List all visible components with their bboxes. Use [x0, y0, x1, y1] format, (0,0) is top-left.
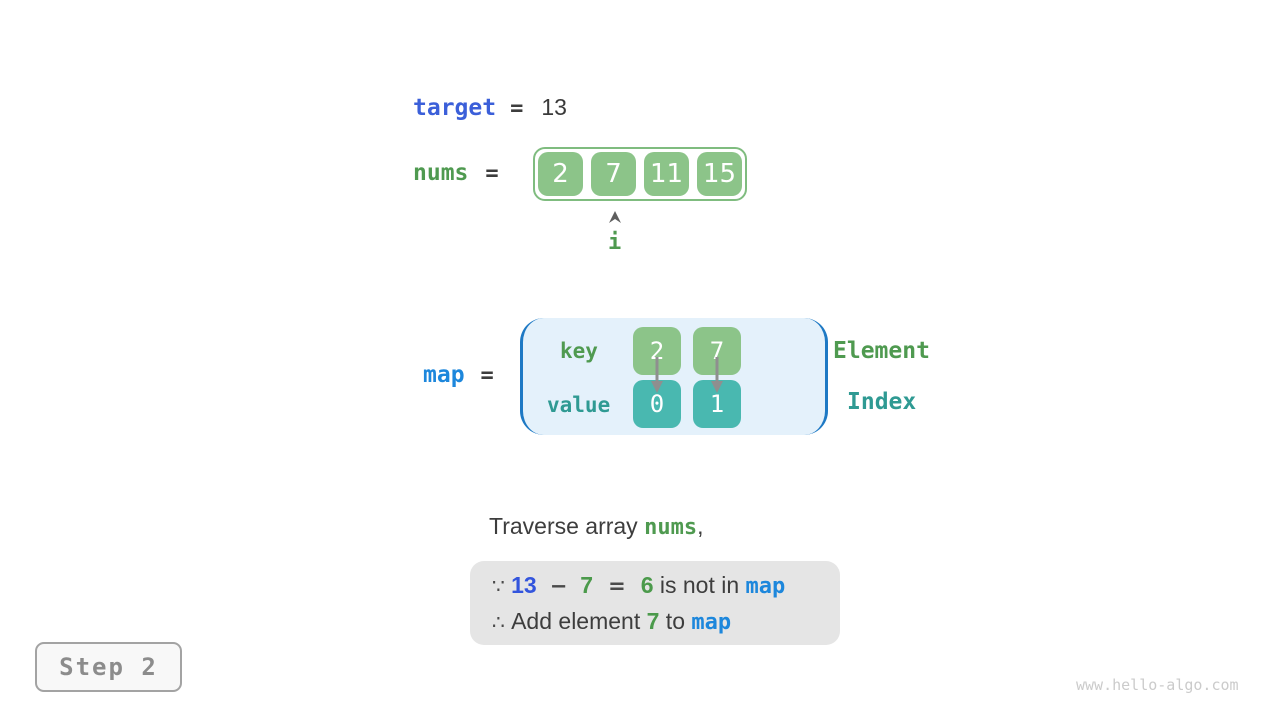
note-line2-text-before: Add element [511, 608, 647, 634]
note-element-number: 7 [646, 608, 660, 634]
note-map-name: map [691, 610, 732, 635]
index-pointer-arrow-icon [609, 211, 621, 223]
nums-equals: = [485, 161, 499, 186]
map-label: map [423, 362, 465, 388]
map-key-row-label: key [560, 339, 598, 363]
note-minus-sign: − [549, 574, 568, 598]
caption-prefix: Traverse array [489, 513, 645, 539]
note-map-name: map [745, 574, 786, 599]
note-line2-text-after: to [659, 608, 692, 634]
nums-array-cell: 15 [697, 152, 742, 196]
reasoning-note: ∵ 13 − 7 = 6 is not in map ∴ Add element… [470, 561, 840, 645]
nums-label: nums [413, 160, 469, 186]
nums-array-cell: 2 [538, 152, 583, 196]
target-value: 13 [541, 94, 567, 120]
map-value-cell: 0 [633, 380, 681, 428]
because-symbol: ∵ [492, 574, 512, 598]
step-badge: Step 2 [35, 642, 182, 692]
caption-array-name: nums [644, 515, 698, 540]
nums-array-cell: 11 [644, 152, 689, 196]
caption-suffix: , [697, 513, 704, 539]
nums-array-cell: 7 [591, 152, 636, 196]
map-value-row-label: value [547, 393, 611, 417]
map-equals: = [480, 363, 494, 388]
legend-index-label: Index [847, 389, 917, 415]
target-equals: = [510, 96, 524, 121]
map-value-cell: 1 [693, 380, 741, 428]
key-to-value-arrow-icon [651, 357, 663, 393]
note-difference: 6 [640, 572, 654, 598]
key-to-value-arrow-icon [711, 357, 723, 393]
note-equals-sign: = [608, 574, 626, 598]
watermark: www.hello-algo.com [1076, 676, 1239, 694]
note-line-2: ∴ Add element 7 to map [492, 604, 840, 640]
therefore-symbol: ∴ [492, 610, 512, 634]
note-subtrahend: 7 [580, 572, 594, 598]
map-line: map = [423, 362, 494, 388]
nums-line: nums = [413, 160, 499, 186]
nums-array: 2 7 11 15 [533, 147, 747, 201]
legend-element-label: Element [833, 338, 930, 364]
map-table: key value 2 7 0 1 [520, 318, 828, 435]
caption-line: Traverse array nums , [489, 513, 703, 540]
note-line1-text: is not in [653, 572, 746, 598]
target-label: target [413, 95, 497, 121]
note-line-1: ∵ 13 − 7 = 6 is not in map [492, 568, 840, 604]
target-line: target = 13 [413, 94, 567, 121]
index-pointer-label: i [608, 230, 622, 255]
note-minuend: 13 [511, 572, 537, 598]
